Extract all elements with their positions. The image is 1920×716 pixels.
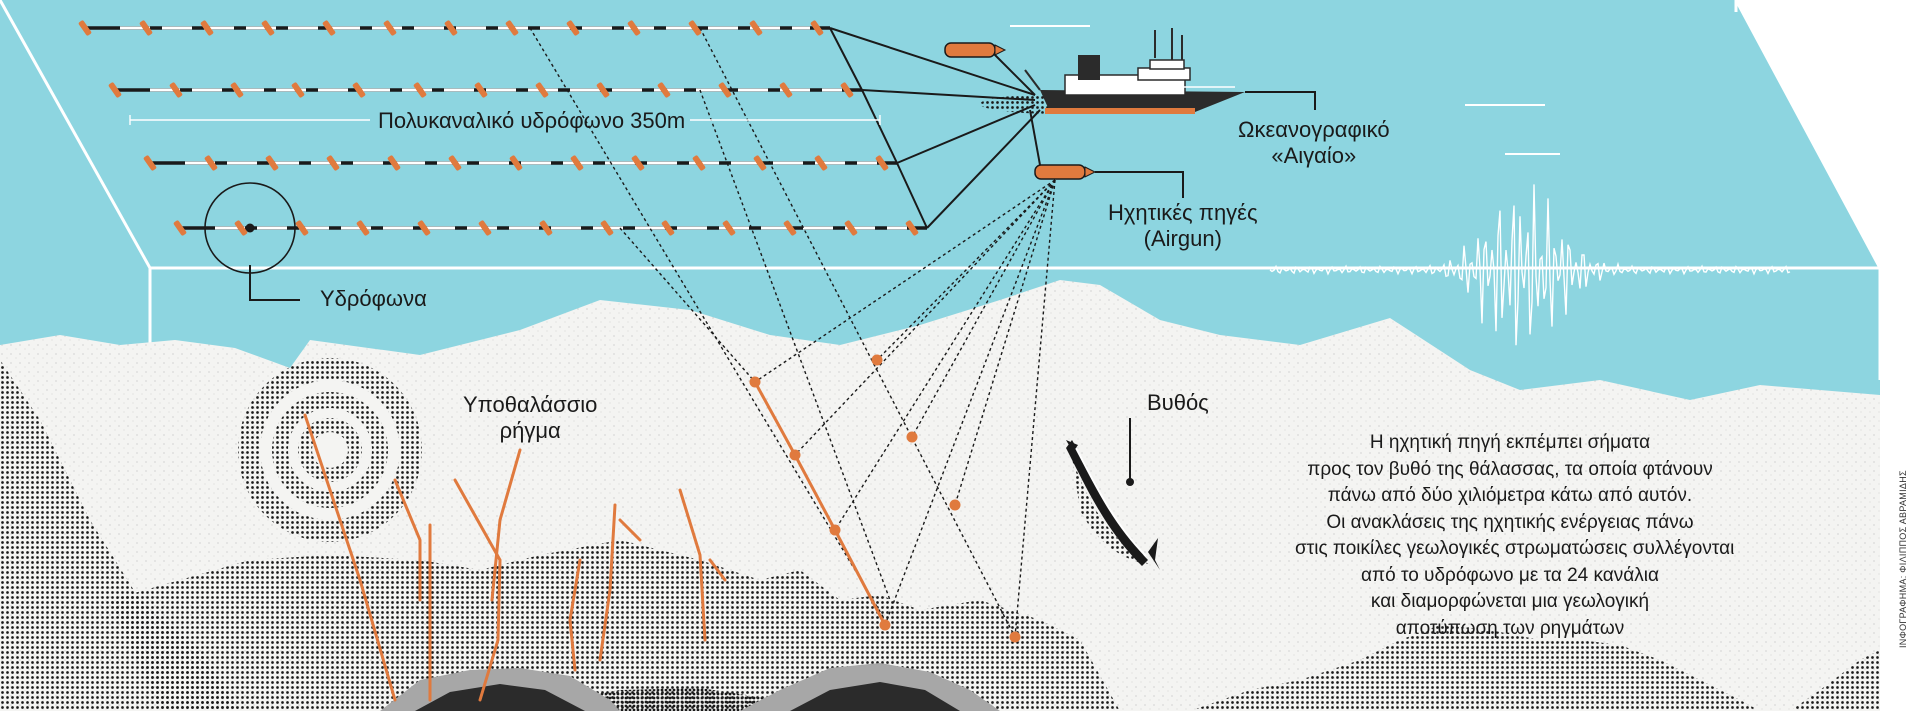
hydrophone-marker xyxy=(474,82,488,98)
sea-surface xyxy=(0,0,1880,268)
hydrophone-marker xyxy=(749,20,763,36)
hydrophone-marker xyxy=(265,155,279,171)
seabed-label: Βυθός xyxy=(1147,390,1209,415)
seismic-trace-icon xyxy=(1269,184,1791,346)
rock-layer-right xyxy=(1190,625,1760,711)
hydrophone-marker xyxy=(631,155,645,171)
hydrophone-marker xyxy=(535,82,549,98)
hydrophone-marker xyxy=(444,20,458,36)
hydrophone-marker xyxy=(905,220,919,236)
description-line: στις ποικίλες γεωλογικές στρωματώσεις συ… xyxy=(1295,538,1735,559)
hydrophone-marker xyxy=(448,155,462,171)
hydrophone-marker xyxy=(169,82,183,98)
hydrophone-marker xyxy=(688,20,702,36)
hydrophone-marker xyxy=(753,155,767,171)
hydrophone-marker xyxy=(200,20,214,36)
streamer-label: Πολυκαναλικό υδρόφωνο 350m xyxy=(378,108,686,133)
hydrophone-marker xyxy=(326,155,340,171)
sea-box-edge xyxy=(0,0,1883,270)
wave-lines xyxy=(1010,25,1560,155)
hydrophone-marker xyxy=(661,220,675,236)
hydrophone-marker xyxy=(627,20,641,36)
hydrophone-ring-icon xyxy=(204,182,296,274)
hydrophone-marker xyxy=(814,155,828,171)
hydrophone-marker xyxy=(570,155,584,171)
airgun-icon xyxy=(1034,164,1097,180)
airgun-label-line2: (Airgun) xyxy=(1143,226,1222,252)
description-text: Η ηχητική πηγή εκπέμπει σήματα προς τον … xyxy=(1295,430,1735,642)
hydrophone-marker xyxy=(779,82,793,98)
hydrophone-marker xyxy=(844,220,858,236)
hydrophone-marker xyxy=(478,220,492,236)
hydrophone-marker xyxy=(810,20,824,36)
hydrophone-marker xyxy=(505,20,519,36)
hydrophone-marker xyxy=(108,82,122,98)
hydrophone-marker xyxy=(173,220,187,236)
vessel-label: Ωκεανογραφικό «Αιγαίο» xyxy=(1238,117,1390,170)
dark-lens-1 xyxy=(415,684,585,711)
hydrophone-marker xyxy=(261,20,275,36)
hydrophones-label: Υδρόφωνα xyxy=(320,286,427,311)
rock-layer-left xyxy=(0,360,240,711)
hydrophone-marker xyxy=(840,82,854,98)
hydrophone-marker xyxy=(139,20,153,36)
rock-layer-far-right xyxy=(1790,650,1880,711)
hydrophone-marker xyxy=(596,82,610,98)
hydrophone-marker xyxy=(722,220,736,236)
streamer-length-bracket xyxy=(129,115,881,125)
hydrophone-marker xyxy=(566,20,580,36)
description-line: και διαμορφώνεται μια γεωλογική xyxy=(1370,591,1650,612)
hydrophone-marker xyxy=(417,220,431,236)
fish-icon xyxy=(1066,440,1160,570)
vessel-label-line1: Ωκεανογραφικό xyxy=(1238,117,1390,142)
hydrophone-marker xyxy=(718,82,732,98)
credit-text: ΙΝΦΟΓΡΑΦΗΜΑ: ΦΙΛΙΠΠΟΣ ΑΒΡΑΜΙΔΗΣ xyxy=(1898,470,1908,648)
vessel-icon xyxy=(980,28,1245,114)
fault-label-line1: Υποθαλάσσιο xyxy=(463,392,598,417)
hydrophone-marker xyxy=(230,82,244,98)
fault-reflector xyxy=(749,354,1021,643)
sound-paths xyxy=(529,27,1056,638)
description-line: από το υδρόφωνο με τα 24 κανάλια xyxy=(1361,564,1659,586)
hydrophone-marker xyxy=(539,220,553,236)
fault-lines xyxy=(303,413,727,702)
hydrophone-marker xyxy=(204,155,218,171)
hydrophone-marker xyxy=(295,220,309,236)
fault-label-line2: ρήγμα xyxy=(499,418,561,444)
hydrophone-marker xyxy=(78,20,92,36)
description-line: προς τον βυθό της θάλασσας, τα οποία φτά… xyxy=(1307,458,1713,480)
airgun-label: Ηχητικές πηγές (Airgun) xyxy=(1108,200,1258,253)
hydrophone-marker xyxy=(875,155,889,171)
description-line: αποτύπωση των ρηγμάτων xyxy=(1395,617,1625,639)
hydrophone-marker xyxy=(783,220,797,236)
hydrophone-marker xyxy=(657,82,671,98)
hydrophone-marker xyxy=(356,220,370,236)
hydrophone-marker xyxy=(509,155,523,171)
sea-left-face xyxy=(0,0,150,350)
hydrophone-marker xyxy=(234,220,248,236)
hydrophone-marker xyxy=(600,220,614,236)
vessel-label-line2: «Αιγαίο» xyxy=(1271,143,1357,169)
hydrophone-marker xyxy=(383,20,397,36)
hydrophone-marker xyxy=(352,82,366,98)
tow-lines xyxy=(829,27,1041,229)
description-line: Η ηχητική πηγή εκπέμπει σήματα xyxy=(1369,432,1651,453)
fault-label: Υποθαλάσσιο ρήγμα xyxy=(463,392,597,445)
dark-lens-2 xyxy=(790,682,960,711)
hydrophone-marker xyxy=(291,82,305,98)
description-line: πάνω από δύο χιλιόμετρα κάτω από αυτόν. xyxy=(1327,485,1693,506)
hydrophone-marker xyxy=(413,82,427,98)
hydrophone-marker xyxy=(387,155,401,171)
hydrophone-markers xyxy=(78,20,919,236)
hydrophone-marker xyxy=(322,20,336,36)
hydrophone-marker xyxy=(692,155,706,171)
callout-lines xyxy=(249,91,1316,482)
hydrophone-marker xyxy=(143,155,157,171)
airgun-label-line1: Ηχητικές πηγές xyxy=(1108,200,1258,225)
airgun-icon-top xyxy=(944,42,1007,58)
fault-rings xyxy=(238,358,422,542)
description-line: Οι ανακλάσεις της ηχητικής ενέργειας πάν… xyxy=(1326,511,1694,533)
